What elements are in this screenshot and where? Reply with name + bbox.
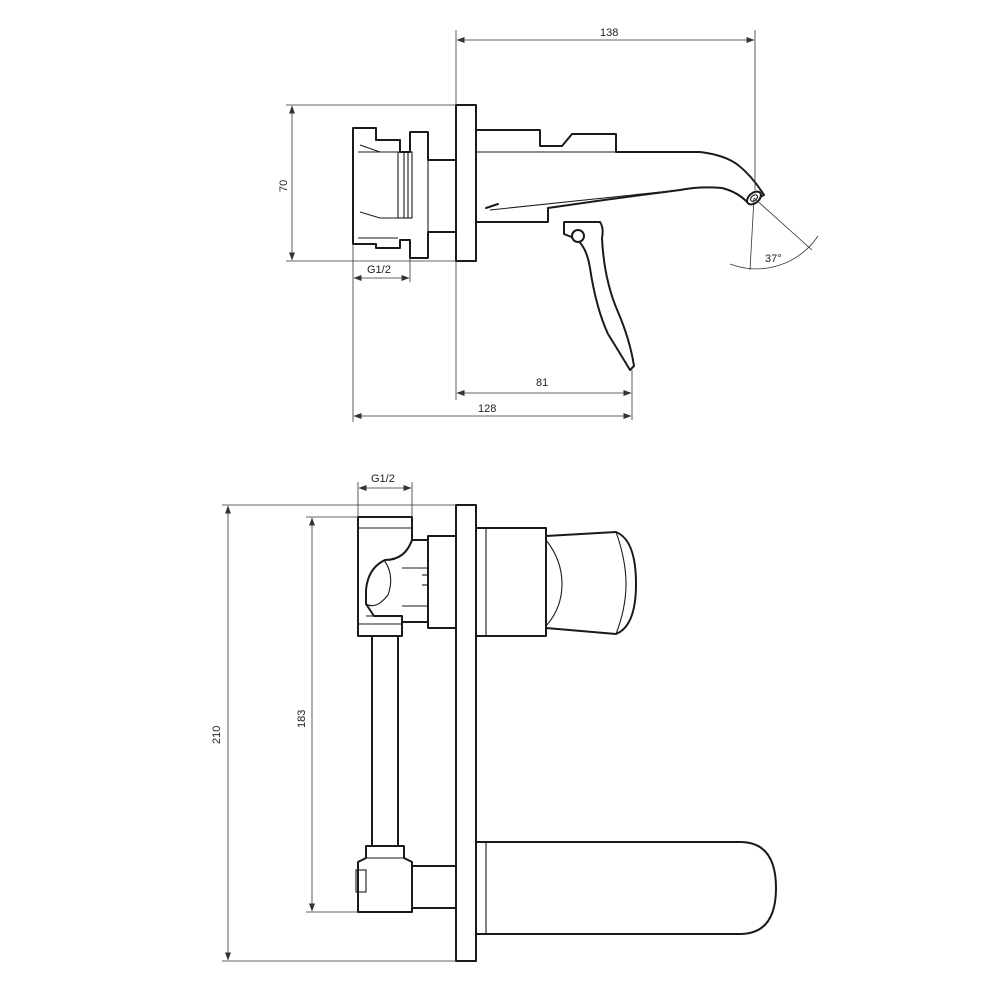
lever-pivot <box>571 229 585 243</box>
upper-valve-block <box>357 516 547 637</box>
dim-thread-side: G1/2 <box>367 264 391 276</box>
dim-total-length: 138 <box>600 27 618 39</box>
dim-thread-top: G1/2 <box>371 473 395 485</box>
lower-valve-block <box>355 845 457 913</box>
dim-210-group: 210 <box>211 504 456 962</box>
top-wall-plate <box>455 504 477 962</box>
dim-body-length: 128 <box>478 403 496 415</box>
valve-body <box>352 127 457 259</box>
dim-total-height: 210 <box>211 726 223 744</box>
connecting-pipe <box>371 635 399 847</box>
dim-lever-offset: 81 <box>536 377 548 389</box>
dim-inlet-spacing: 183 <box>296 710 308 728</box>
spout <box>475 129 765 223</box>
dim-81-group: 81 <box>455 261 633 420</box>
dim-thread-top-group: G1/2 <box>357 473 413 517</box>
side-view: 37° 138 70 G1/2 81 <box>278 27 819 422</box>
lever-cap <box>545 531 637 635</box>
dim-138-group: 138 <box>455 27 756 190</box>
top-spout <box>475 841 777 935</box>
dim-183-group: 183 <box>296 516 358 913</box>
dim-thread-side-group: G1/2 <box>352 244 411 282</box>
top-view: G1/2 210 183 <box>211 473 777 962</box>
angle-arc <box>729 235 819 270</box>
dim-128-group: 128 <box>352 282 632 422</box>
dim-70-group: 70 <box>278 104 456 262</box>
lever-handle <box>563 221 635 371</box>
dim-height: 70 <box>278 180 290 192</box>
wall-plate <box>455 104 477 262</box>
dim-angle: 37° <box>765 253 782 265</box>
